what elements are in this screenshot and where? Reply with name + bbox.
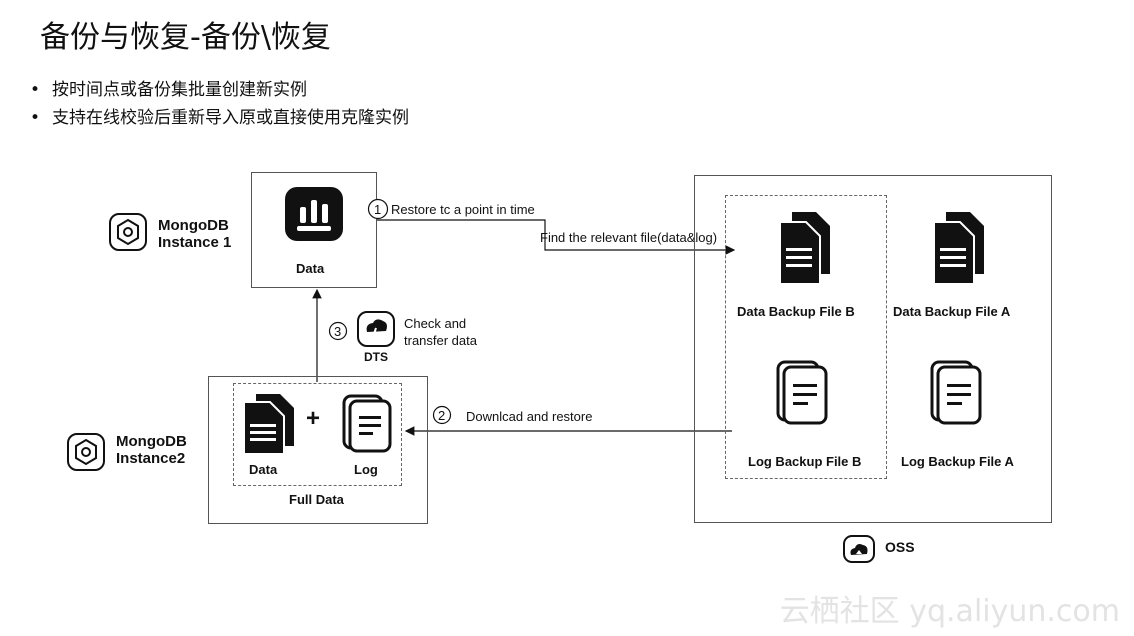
log-backup-file-b-label: Log Backup File B — [748, 454, 862, 469]
mongodb-icon — [66, 432, 106, 477]
instance1-data-label: Data — [296, 261, 325, 276]
bullet-list: • 按时间点或备份集批量创建新实例 • 支持在线校验后重新导入原或直接使用克隆实例 — [30, 76, 409, 132]
restore-text: Restore tc a point in time — [391, 202, 535, 217]
instance2-name-line2: Instance2 — [116, 450, 186, 467]
database-chart-icon — [283, 185, 345, 248]
bullet-item: • 按时间点或备份集批量创建新实例 — [30, 76, 409, 104]
full-data-label: Full Data — [289, 492, 344, 507]
find-file-text: Find the relevant file(data&log) — [540, 230, 718, 245]
plus-sign: + — [306, 405, 321, 432]
data-backup-file-a-label: Data Backup File A — [893, 304, 1011, 319]
dts-text-line2: transfer data — [404, 333, 477, 348]
oss-cloud-icon — [842, 534, 876, 569]
download-text: Downlcad and restore — [466, 409, 593, 424]
log-file-icon — [340, 392, 396, 459]
dts-text-line1: Check and — [404, 316, 467, 331]
selected-files-dashed-box — [725, 195, 887, 479]
step3-circle — [328, 321, 348, 346]
log-file-icon — [928, 358, 986, 433]
log-backup-file-a-label: Log Backup File A — [901, 454, 1014, 469]
bullet-item: • 支持在线校验后重新导入原或直接使用克隆实例 — [30, 104, 409, 132]
step2-number: 2 — [438, 408, 446, 423]
bullet-symbol: • — [30, 108, 41, 128]
full-data-dashed-box — [233, 383, 402, 486]
instance1-name: MongoDB Instance 1 — [158, 217, 231, 251]
restore-arrow — [376, 219, 736, 255]
page-title: 备份与恢复-备份\恢复 — [40, 20, 331, 55]
watermark: 云栖社区 yq.aliyun.com — [779, 594, 1120, 629]
instance2-data-label: Data — [249, 462, 278, 477]
step1-circle — [367, 198, 389, 225]
instance1-box — [251, 172, 377, 288]
instance2-log-label: Log — [354, 462, 378, 477]
data-file-icon — [930, 210, 986, 291]
oss-label: OSS — [885, 539, 915, 555]
instance1-name-line1: MongoDB — [158, 217, 229, 234]
step2-circle — [432, 405, 452, 430]
instance2-name: MongoDB Instance2 — [116, 433, 187, 467]
instance2-name-line1: MongoDB — [116, 433, 187, 450]
oss-box — [694, 175, 1052, 523]
dts-label: DTS — [364, 350, 388, 364]
data-backup-file-b-label: Data Backup File B — [737, 304, 855, 319]
data-file-icon — [776, 210, 832, 291]
bullet-text: 按时间点或备份集批量创建新实例 — [52, 80, 307, 100]
mongodb-icon — [108, 212, 148, 257]
step3-number: 3 — [334, 324, 342, 339]
log-file-icon — [774, 358, 832, 433]
instance2-box — [208, 376, 428, 524]
dts-text: Check and transfer data — [404, 315, 477, 349]
data-file-icon — [240, 392, 296, 461]
dts-icon — [356, 310, 396, 353]
bullet-text: 支持在线校验后重新导入原或直接使用克隆实例 — [52, 108, 409, 128]
instance1-name-line2: Instance 1 — [158, 234, 232, 251]
step1-number: 1 — [374, 202, 382, 217]
bullet-symbol: • — [30, 80, 41, 100]
